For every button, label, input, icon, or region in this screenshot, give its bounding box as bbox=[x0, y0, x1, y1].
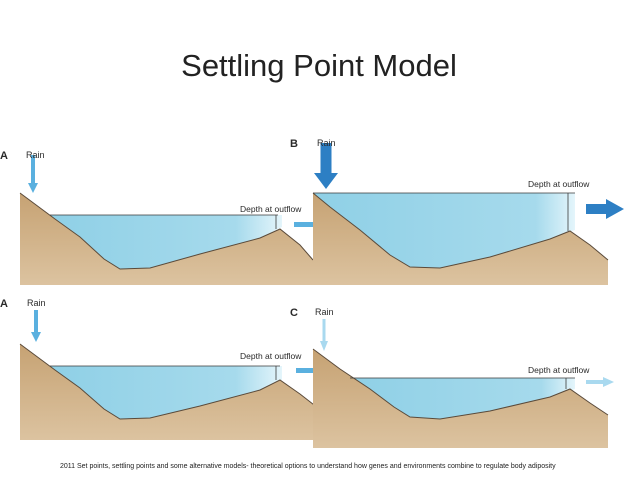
caption: 2011 Set points, settling points and som… bbox=[60, 463, 556, 470]
panel-a-bottom: A Rain Depth at outflow bbox=[0, 290, 335, 440]
panel-letter: B bbox=[290, 138, 298, 150]
panel-b: B Rain Depth at outflow bbox=[290, 135, 638, 285]
panel-c: C Rain Depth at outflow bbox=[290, 303, 638, 448]
slide-title: Settling Point Model bbox=[181, 48, 457, 83]
basin-diagram-a-bottom bbox=[19, 310, 330, 440]
panel-letter: A bbox=[0, 298, 8, 310]
panel-a-top: A Rain Depth at outflow bbox=[0, 135, 320, 285]
basin-diagram-b bbox=[312, 143, 624, 285]
rain-label: Rain bbox=[27, 298, 46, 308]
rain-label: Rain bbox=[317, 138, 336, 148]
depth-at-outflow-label: Depth at outflow bbox=[240, 351, 302, 361]
rain-label: Rain bbox=[315, 307, 334, 317]
rain-label: Rain bbox=[26, 150, 45, 160]
panel-letter: A bbox=[0, 150, 8, 162]
depth-at-outflow-label: Depth at outflow bbox=[240, 204, 302, 214]
depth-at-outflow-label: Depth at outflow bbox=[528, 365, 590, 375]
depth-at-outflow-label: Depth at outflow bbox=[528, 179, 590, 189]
basin-diagram-a-top bbox=[19, 155, 314, 285]
panel-letter: C bbox=[290, 307, 298, 319]
basin-diagram-c bbox=[312, 319, 614, 448]
